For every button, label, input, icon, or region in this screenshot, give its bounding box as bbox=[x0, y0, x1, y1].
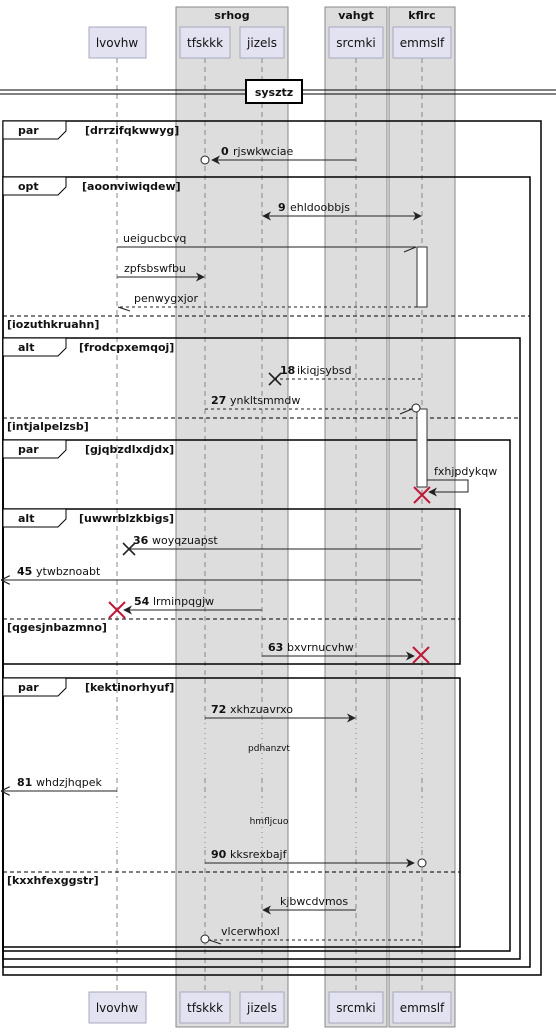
message-fxhjpdykqw: fxhjpdykqw bbox=[413, 465, 497, 504]
participant-emmslf-footer: emmslf bbox=[392, 991, 452, 1024]
fragment-par-3-guard: [kektinorhyuf] bbox=[85, 681, 174, 694]
group-kflrc-label: kflrc bbox=[408, 9, 435, 22]
fragment-par-2-guard: [gjqbzdlxdjdx] bbox=[85, 443, 174, 456]
destroy-x-icon bbox=[108, 601, 126, 619]
group-srhog-label: srhog bbox=[214, 9, 249, 22]
participant-tfskkk-label: tfskkk bbox=[187, 36, 223, 50]
participant-srcmki-label: srcmki bbox=[336, 36, 376, 50]
fragment-opt-1-kind: opt bbox=[18, 180, 39, 193]
message-kjbwcdvmos-label: kjbwcdvmos bbox=[280, 895, 348, 908]
message-zpfsbswfbu: zpfsbswfbu bbox=[117, 262, 205, 282]
message-penwygxjor-label: penwygxjor bbox=[134, 292, 199, 305]
message-90: 90 kksrexbajf bbox=[205, 848, 427, 868]
message-penwygxjor: penwygxjor bbox=[117, 292, 417, 312]
message-45: 45 ytwbznoabt bbox=[2, 565, 421, 580]
participant-lvovhw-footer-label: lvovhw bbox=[96, 1001, 138, 1015]
message-72-number: 72 bbox=[211, 703, 226, 716]
participant-lvovhw-label: lvovhw bbox=[96, 36, 138, 50]
delay-1: pdhanzvt bbox=[115, 723, 424, 775]
participant-jizels: jizels bbox=[239, 26, 285, 59]
message-54-number: 54 bbox=[134, 595, 150, 608]
delay-2-label: hmfljcuo bbox=[250, 817, 289, 827]
participant-lvovhw-footer: lvovhw bbox=[88, 991, 147, 1024]
destroy-x-icon bbox=[413, 486, 431, 504]
group-vahgt-label: vahgt bbox=[338, 9, 374, 22]
fragment-alt-2: alt [uwwrblzkbigs] [qgesjnbazmno] bbox=[2, 508, 461, 665]
divider-label: sysztz bbox=[255, 86, 293, 99]
message-0-label: rjswkwciae bbox=[233, 145, 294, 158]
message-vlcerwhoxl: vlcerwhoxl bbox=[200, 925, 421, 945]
message-81: 81 whdzjhqpek bbox=[2, 776, 117, 791]
participant-lvovhw: lvovhw bbox=[88, 26, 147, 59]
fragment-par-3: par [kektinorhyuf] [kxxhfexggstr] bbox=[2, 677, 461, 948]
participant-jizels-footer-label: jizels bbox=[246, 1001, 277, 1015]
fragment-par-2-kind: par bbox=[18, 443, 39, 456]
message-54: 54 lrminpqgjw bbox=[108, 595, 262, 619]
fragment-alt-2-else: [qgesjnbazmno] bbox=[7, 621, 107, 634]
message-45-number: 45 bbox=[17, 565, 32, 578]
message-18: 18 ikiqjsybsd bbox=[268, 364, 421, 386]
participant-emmslf-footer-label: emmslf bbox=[400, 1001, 445, 1015]
message-18-label: ikiqjsybsd bbox=[297, 364, 351, 377]
participant-emmslf: emmslf bbox=[392, 26, 452, 59]
fragment-alt-1-guard: [frodcpxemqoj] bbox=[79, 341, 174, 354]
message-0: 0 rjswkwciae bbox=[200, 145, 356, 165]
fragment-opt-1-guard: [aoonviwiqdew] bbox=[82, 180, 181, 193]
fragment-par-3-kind: par bbox=[18, 681, 39, 694]
participant-srcmki-footer: srcmki bbox=[328, 991, 384, 1024]
message-9-number: 9 bbox=[278, 201, 286, 214]
message-63: 63 bxvrnucvhw bbox=[262, 641, 430, 664]
delay-1-label: pdhanzvt bbox=[248, 744, 290, 754]
message-54-label: lrminpqgjw bbox=[153, 595, 214, 608]
message-72: 72 xkhzuavrxo bbox=[205, 703, 356, 723]
message-27-number: 27 bbox=[211, 394, 226, 407]
message-90-label: kksrexbajf bbox=[230, 848, 288, 861]
fragment-alt-2-guard: [uwwrblzkbigs] bbox=[79, 512, 174, 525]
message-ueigucbcvq-label: ueigucbcvq bbox=[123, 232, 186, 245]
message-36-label: woyqzuapst bbox=[152, 534, 218, 547]
message-45-label: ytwbznoabt bbox=[36, 565, 101, 578]
message-vlcerwhoxl-label: vlcerwhoxl bbox=[221, 925, 280, 938]
message-27-label: ynkltsmmdw bbox=[230, 394, 300, 407]
message-81-label: whdzjhqpek bbox=[36, 776, 102, 789]
participant-tfskkk-footer: tfskkk bbox=[179, 991, 231, 1024]
divider-sysztz: sysztz bbox=[0, 79, 556, 104]
message-81-number: 81 bbox=[17, 776, 32, 789]
destroy-x-icon bbox=[412, 646, 430, 664]
fragment-par-1-kind: par bbox=[18, 124, 39, 137]
message-63-label: bxvrnucvhw bbox=[287, 641, 354, 654]
message-zpfsbswfbu-label: zpfsbswfbu bbox=[124, 262, 186, 275]
message-27: 27 ynkltsmmdw bbox=[205, 394, 421, 415]
participant-emmslf-label: emmslf bbox=[400, 36, 445, 50]
delay-2: hmfljcuo bbox=[115, 797, 424, 848]
participant-tfskkk-footer-label: tfskkk bbox=[187, 1001, 223, 1015]
participant-srcmki: srcmki bbox=[328, 26, 384, 59]
participant-tfskkk: tfskkk bbox=[179, 26, 231, 59]
fragment-alt-1-else: [intjalpelzsb] bbox=[7, 420, 89, 433]
message-63-number: 63 bbox=[268, 641, 283, 654]
fragment-par-3-else: [kxxhfexggstr] bbox=[7, 874, 99, 887]
message-36: 36 woyqzuapst bbox=[122, 534, 421, 556]
message-0-number: 0 bbox=[221, 145, 229, 158]
message-9: 9 ehldoobbjs bbox=[262, 201, 422, 221]
participant-srcmki-footer-label: srcmki bbox=[336, 1001, 376, 1015]
message-ueigucbcvq: ueigucbcvq bbox=[117, 232, 417, 253]
message-9-label: ehldoobbjs bbox=[290, 201, 350, 214]
activation-emmslf-2 bbox=[416, 408, 428, 488]
fragment-alt-2-kind: alt bbox=[18, 512, 34, 525]
participant-jizels-label: jizels bbox=[246, 36, 277, 50]
message-kjbwcdvmos: kjbwcdvmos bbox=[262, 895, 356, 915]
fragment-opt-1-else: [iozuthkruahn] bbox=[7, 318, 99, 331]
message-90-number: 90 bbox=[211, 848, 227, 861]
fragment-alt-1-kind: alt bbox=[18, 341, 34, 354]
message-72-label: xkhzuavrxo bbox=[230, 703, 293, 716]
fragment-par-1-guard: [drrzifqkwwyg] bbox=[85, 124, 179, 137]
message-36-number: 36 bbox=[133, 534, 149, 547]
message-fxhjpdykqw-label: fxhjpdykqw bbox=[434, 465, 497, 478]
activation-emmslf-1 bbox=[416, 246, 428, 308]
message-18-number: 18 bbox=[280, 364, 295, 377]
participant-jizels-footer: jizels bbox=[239, 991, 285, 1024]
